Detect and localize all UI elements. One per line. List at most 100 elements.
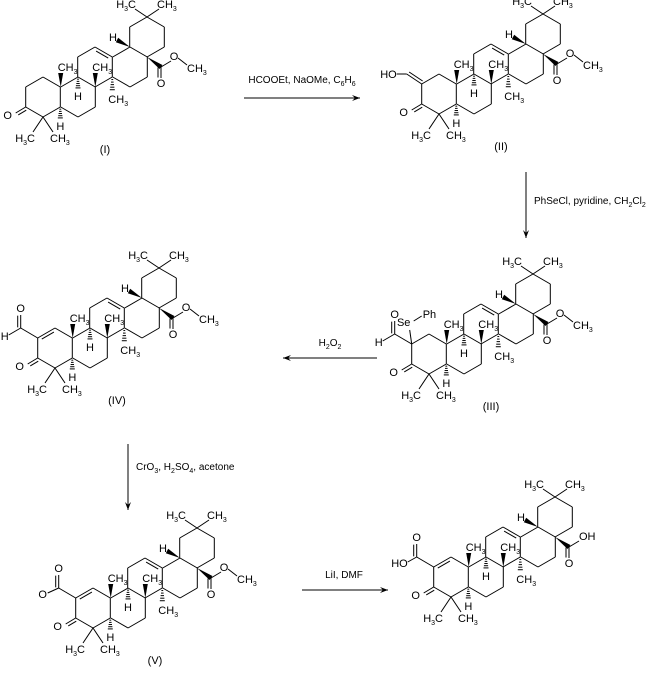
c20-methyl-label: H3C — [128, 250, 148, 264]
c2-carbonyl-bond — [58, 587, 76, 599]
c5-hydrogen: H — [464, 601, 472, 613]
c1-c2-double-bond-second — [41, 331, 55, 340]
o-methyl-bond — [177, 57, 188, 66]
c4-methyl-label: H3C — [27, 384, 47, 398]
c2-substituent: OHO — [391, 532, 434, 570]
c3-ketone-bond — [27, 357, 38, 365]
c10-methyl-wedge — [444, 330, 450, 344]
c18-c17-bond — [129, 46, 148, 58]
c28-single-bond — [172, 311, 184, 319]
reaction-arrow-step-2: PhSeCl, pyridine, CH2Cl2 — [523, 172, 646, 238]
c18-hydrogen: H — [505, 29, 513, 41]
c18-beta-hydrogen-wedge — [127, 288, 142, 298]
c12-c13-double-bond-second — [95, 50, 109, 59]
c4-methyl-bond — [82, 627, 94, 644]
c20-methyl-bond — [146, 8, 160, 18]
c5-c4-bond — [92, 617, 111, 629]
c12-c13-double-bond — [144, 557, 163, 569]
ring-d: H — [109, 32, 148, 88]
ketone-oxygen: O — [15, 361, 24, 373]
c6-c5-bond — [110, 617, 129, 629]
c7-c6-bond — [77, 106, 96, 118]
c20-methyl-label: H3C — [502, 256, 522, 270]
ring-d: H — [159, 543, 198, 599]
compound-caption: (II) — [494, 141, 507, 153]
c5-alpha-hydrogen-bond — [69, 359, 75, 370]
c11-c12-bond — [89, 297, 108, 309]
c14-c8-bond — [502, 556, 521, 568]
reagent-label: LiI, DMF — [325, 570, 363, 581]
c14-methyl-hash — [159, 590, 165, 602]
c28-single-bond — [160, 60, 172, 68]
c12-c13-double-bond — [502, 526, 521, 538]
c8-methyl-label: CH3 — [488, 59, 508, 73]
c20-c21-bond — [554, 496, 573, 508]
c2-substituent: OO — [38, 563, 76, 601]
c5-alpha-hydrogen-bond — [465, 588, 471, 599]
c13-c18-bond — [124, 297, 143, 309]
c10-methyl-label: CH3 — [444, 319, 464, 333]
c18-hydrogen: H — [159, 543, 167, 555]
c1-c2-bond — [25, 76, 44, 88]
c13-c18-bond — [520, 526, 539, 538]
c5-c4-bond — [42, 106, 61, 118]
c10-methyl-wedge — [70, 324, 76, 338]
c28-carbonyl-oxygen: O — [553, 75, 562, 87]
c4-c3-bond — [411, 363, 430, 375]
c9-c8-bond — [463, 333, 482, 345]
c8-methyl-label: CH3 — [92, 62, 112, 76]
c4-methyl-bond — [54, 367, 66, 384]
ring-d: H — [505, 29, 544, 85]
c20-methyl-label: CH3 — [543, 256, 563, 270]
c19-c20-bond — [129, 16, 148, 28]
c2-substituent: HO — [380, 69, 423, 85]
c4-methyl-label: H3C — [65, 644, 85, 658]
c14-methyl-label: CH3 — [108, 94, 128, 108]
compound-caption: (I) — [100, 144, 110, 156]
reaction-arrow-step-1: HCOOEt, NaOMe, C6H6 — [244, 75, 360, 101]
c9-hydrogen: H — [124, 602, 132, 614]
c15-c14-bond — [124, 327, 143, 339]
c11-c12-bond — [127, 557, 146, 569]
c1-c2-double-bond — [37, 327, 56, 339]
c22-c17-bond — [532, 303, 551, 315]
c4-methyl-bond — [450, 596, 462, 613]
c20-methyl-label: CH3 — [553, 0, 573, 10]
c11-c12-bond — [473, 43, 492, 55]
reaction-arrow-step-4: CrO3, H2SO4, acetone — [125, 444, 235, 510]
c7-c6-bond — [473, 103, 492, 115]
ester-oxygen: O — [220, 562, 229, 574]
c10-methyl-label: CH3 — [108, 573, 128, 587]
c20-methyl-label: H3C — [512, 0, 532, 10]
ketone-oxygen: O — [53, 621, 62, 633]
c5-alpha-hydrogen-bond — [57, 108, 63, 119]
ring-c: CH3 — [463, 303, 514, 365]
c4-methyl-label: H3C — [15, 133, 35, 147]
c16-c15-bond — [515, 333, 534, 345]
c20-c21-bond — [158, 267, 177, 279]
c5-alpha-hydrogen-bond — [107, 619, 113, 630]
c20-methyl-label: CH3 — [157, 0, 177, 13]
c13-c18-bond — [498, 303, 517, 315]
ester-oxygen: O — [566, 48, 575, 60]
c9-alpha-hydrogen-bond — [87, 329, 93, 340]
c14-c8-bond — [144, 587, 163, 599]
se-ph-bond — [413, 315, 422, 322]
c20-methyl-bond — [134, 8, 148, 18]
c10-c9-bond — [110, 587, 129, 599]
c28-wedge — [197, 568, 213, 581]
c5-hydrogen: H — [106, 632, 114, 644]
c4-methyl-label: H3C — [401, 390, 421, 404]
c10-methyl-label: CH3 — [70, 313, 90, 327]
c4-methyl-label: H3C — [411, 130, 431, 144]
c12-c13-double-bond — [106, 297, 125, 309]
c6-c5-bond — [60, 106, 79, 118]
ring-d: H — [495, 289, 534, 345]
